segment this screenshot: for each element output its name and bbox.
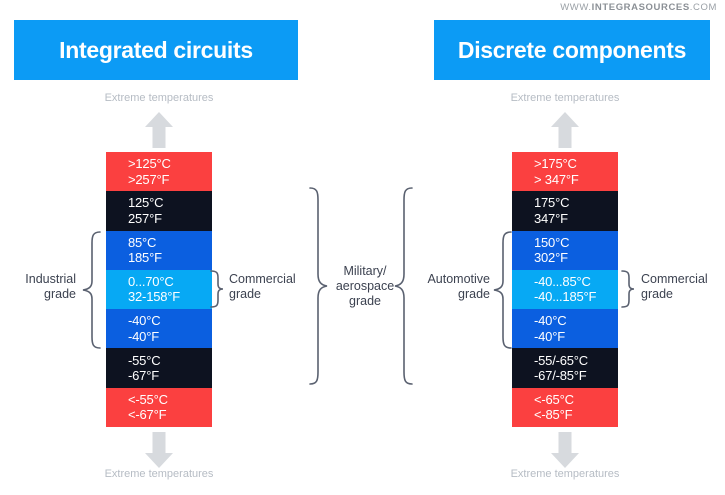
grade-label-line: Commercial: [229, 272, 296, 286]
arrow-up-icon: [144, 112, 174, 148]
segment-celsius: >175°C: [534, 156, 577, 172]
temp-segment: -55°C -67°F: [106, 348, 212, 388]
segment-celsius: >125°C: [128, 156, 171, 172]
grade-label-automotive: Automotive grade: [420, 272, 490, 302]
segment-fahrenheit: -40°F: [534, 328, 565, 344]
temp-segment: 150°C 302°F: [512, 230, 618, 270]
temp-segment: 0...70°C 32-158°F: [106, 269, 212, 310]
grade-label-line: grade: [641, 287, 673, 301]
arrow-down-icon: [550, 432, 580, 468]
segment-celsius: <-55°C: [128, 391, 168, 407]
segment-celsius: 150°C: [534, 234, 570, 250]
temp-segment: 175°C 347°F: [512, 191, 618, 231]
watermark-brand: INTEGRASOURCES: [591, 2, 690, 13]
grade-label-line: grade: [458, 287, 490, 301]
segment-celsius: 175°C: [534, 195, 570, 211]
segment-celsius: <-65°C: [534, 391, 574, 407]
caption-extreme-top-right: Extreme temperatures: [510, 92, 620, 104]
temp-segment: -40°C -40°F: [512, 309, 618, 349]
grade-label-line: grade: [229, 287, 261, 301]
temperature-bar-integrated-circuits: >125°C >257°F 125°C 257°F 85°C 185°F 0..…: [106, 152, 212, 427]
grade-label-line: Military/: [343, 264, 387, 278]
segment-fahrenheit: >257°F: [128, 171, 170, 187]
temp-segment: 85°C 185°F: [106, 230, 212, 270]
segment-fahrenheit: -40...185°F: [534, 289, 597, 305]
grade-label-line: grade: [44, 287, 76, 301]
banner-left-label: Integrated circuits: [59, 36, 253, 63]
segment-celsius: -55°C: [128, 352, 161, 368]
curly-brace-right-icon: [392, 186, 414, 386]
temp-segment: <-55°C <-67°F: [106, 387, 212, 427]
segment-fahrenheit: 32-158°F: [128, 289, 181, 305]
banner-discrete-components: Discrete components: [434, 20, 710, 80]
segment-fahrenheit: 347°F: [534, 210, 568, 226]
caption-extreme-bottom-left: Extreme temperatures: [104, 468, 214, 480]
segment-fahrenheit: 185°F: [128, 250, 162, 266]
temp-segment: -40...85°C -40...185°F: [512, 269, 618, 310]
banner-right-label: Discrete components: [457, 36, 687, 63]
segment-celsius: 0...70°C: [128, 273, 174, 289]
segment-fahrenheit: -67/-85°F: [534, 368, 587, 384]
caption-extreme-bottom-right: Extreme temperatures: [510, 468, 620, 480]
grade-label-industrial: Industrial grade: [18, 272, 76, 302]
segment-celsius: 85°C: [128, 234, 157, 250]
temp-segment: 125°C 257°F: [106, 191, 212, 231]
temp-segment: >125°C >257°F: [106, 152, 212, 192]
temp-segment: -40°C -40°F: [106, 309, 212, 349]
temp-segment: -55/-65°C -67/-85°F: [512, 348, 618, 388]
segment-fahrenheit: 302°F: [534, 250, 568, 266]
segment-fahrenheit: -67°F: [128, 368, 159, 384]
grade-label-military-aerospace: Military/ aerospace grade: [330, 264, 400, 309]
temp-segment: <-65°C <-85°F: [512, 387, 618, 427]
caption-extreme-top-left: Extreme temperatures: [104, 92, 214, 104]
segment-fahrenheit: 257°F: [128, 210, 162, 226]
banner-integrated-circuits: Integrated circuits: [14, 20, 298, 80]
grade-label-line: Automotive: [427, 272, 490, 286]
segment-fahrenheit: <-67°F: [128, 407, 167, 423]
segment-celsius: -40°C: [128, 313, 161, 329]
segment-celsius: -40°C: [534, 313, 567, 329]
grade-label-commercial-right: Commercial grade: [641, 272, 721, 302]
curly-brace-right-icon: [491, 230, 513, 350]
grade-label-line: Industrial: [25, 272, 76, 286]
watermark-suffix: .COM: [689, 2, 717, 13]
curly-brace-left-icon: [209, 269, 225, 309]
temp-segment: >175°C > 347°F: [512, 152, 618, 192]
temperature-bar-discrete-components: >175°C > 347°F 175°C 347°F 150°C 302°F -…: [512, 152, 618, 427]
curly-brace-left-icon: [308, 186, 330, 386]
grade-label-line: grade: [349, 294, 381, 308]
segment-fahrenheit: -40°F: [128, 328, 159, 344]
site-watermark: WWW.INTEGRASOURCES.COM: [560, 2, 717, 13]
arrow-up-icon: [550, 112, 580, 148]
segment-fahrenheit: > 347°F: [534, 171, 579, 187]
grade-label-line: aerospace: [335, 279, 395, 293]
curly-brace-right-icon: [80, 230, 102, 350]
curly-brace-left-icon: [620, 269, 636, 309]
watermark-prefix: WWW.: [560, 2, 592, 13]
grade-label-line: Commercial: [641, 272, 708, 286]
segment-celsius: -40...85°C: [534, 273, 591, 289]
segment-celsius: 125°C: [128, 195, 164, 211]
segment-celsius: -55/-65°C: [534, 352, 588, 368]
grade-label-commercial-left: Commercial grade: [229, 272, 309, 302]
segment-fahrenheit: <-85°F: [534, 407, 573, 423]
arrow-down-icon: [144, 432, 174, 468]
